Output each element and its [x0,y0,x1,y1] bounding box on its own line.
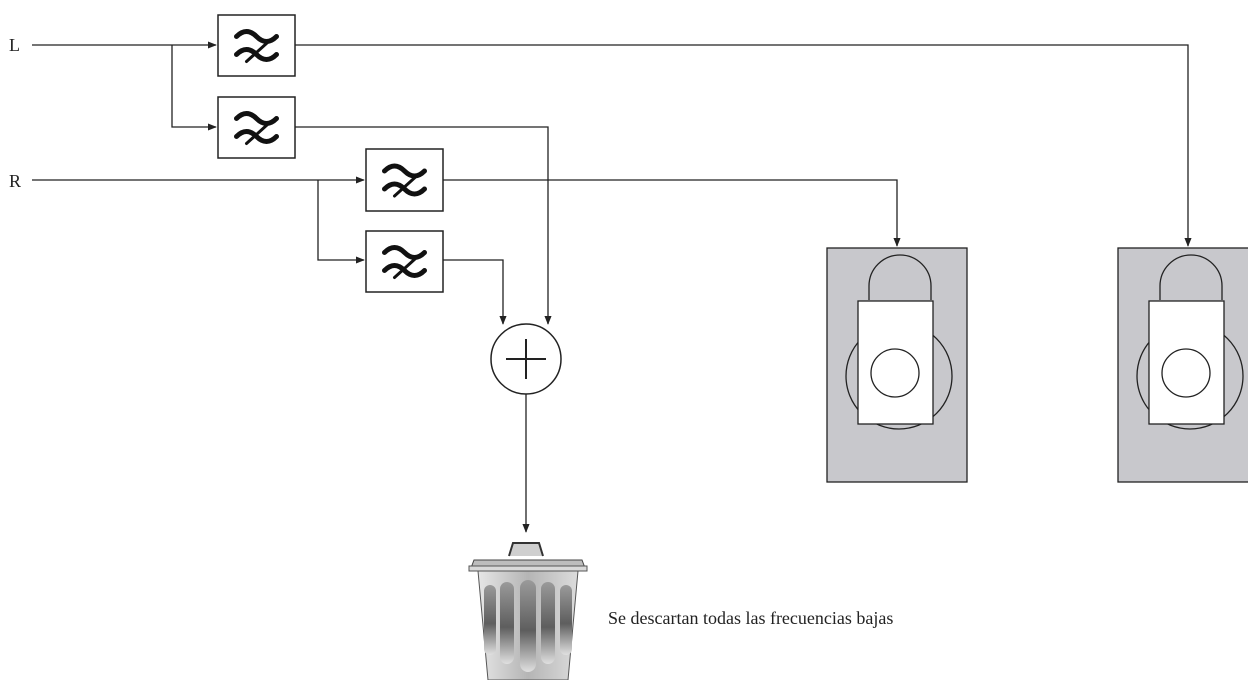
summing-junction [490,323,562,395]
filter-block-left-low [217,96,296,159]
summing-junction-icon [506,339,546,379]
speaker-right [826,247,968,483]
trash-can-icon [468,542,588,680]
loudspeaker-cabinet-icon [1117,247,1248,483]
speaker-left [1117,247,1248,483]
filter-block-right-low [365,230,444,293]
input-label-left: L [9,35,20,55]
filter-block-right-high [365,148,444,212]
filter-block-left-high [217,14,296,77]
left-channel-wires [32,41,1192,325]
input-label-right: R [9,171,21,191]
right-channel-wires [32,176,901,325]
loudspeaker-cabinet-icon [826,247,968,483]
discard-caption: Se descartan todas las frecuencias bajas [608,608,893,628]
